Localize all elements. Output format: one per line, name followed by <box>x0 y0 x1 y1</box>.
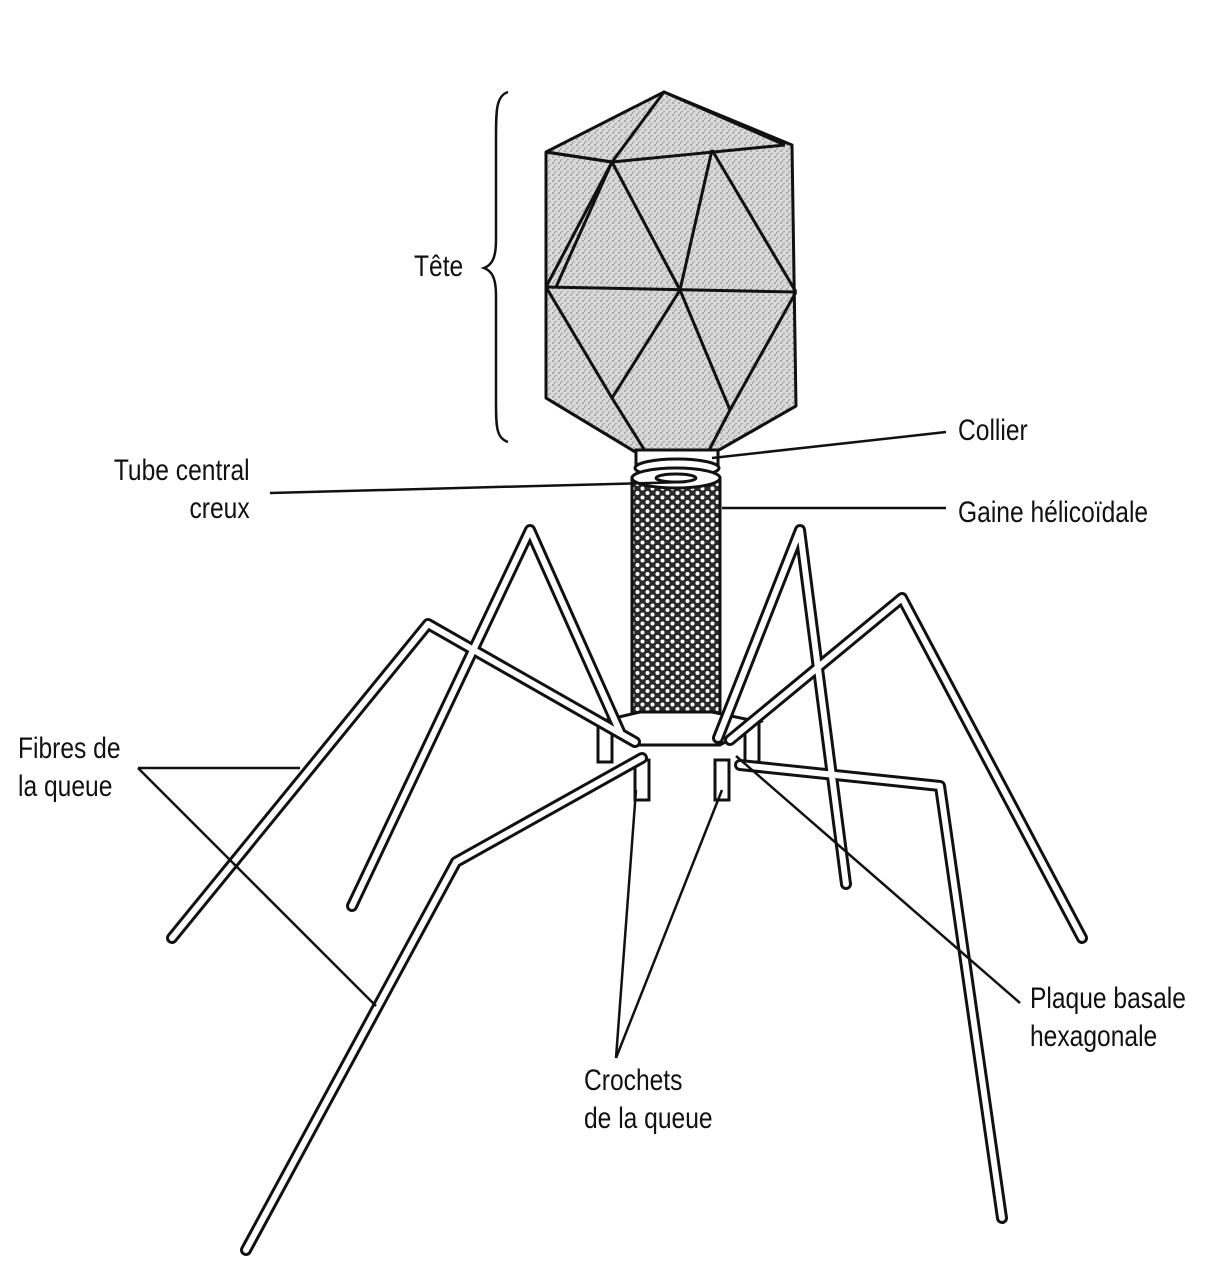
tail-fibers-leader-2 <box>138 768 376 1006</box>
central-tube-label: Tube central creux <box>114 452 250 528</box>
head-brace <box>484 92 508 442</box>
tail-pins-label: Crochets de la queue <box>584 1062 713 1138</box>
central-tube-leader <box>270 482 686 493</box>
base-plate-leader <box>736 756 1020 1003</box>
sheath-label: Gaine hélicoïdale <box>958 494 1148 532</box>
helical-sheath <box>632 468 720 728</box>
central-tube-label-line-1: Tube central <box>114 452 250 490</box>
capsid-head <box>546 92 796 462</box>
tail-fibers-label-line-2: la queue <box>18 768 121 806</box>
collar-leader <box>712 432 946 458</box>
base-plate-label: Plaque basale hexagonale <box>1030 980 1186 1056</box>
tail-pins-label-line-1: Crochets <box>584 1062 713 1100</box>
tail-fibers-label-line-1: Fibres de <box>18 730 121 768</box>
base-plate-label-line-1: Plaque basale <box>1030 980 1186 1018</box>
collar-label: Collier <box>958 412 1028 450</box>
tail-pins-label-line-2: de la queue <box>584 1100 713 1138</box>
leader-lines <box>138 432 1020 1058</box>
base-plate-label-line-2: hexagonale <box>1030 1018 1186 1056</box>
tail-fibers <box>172 530 1082 1250</box>
tail-fibers-label: Fibres de la queue <box>18 730 121 806</box>
head-label: Tête <box>414 248 463 286</box>
central-tube-label-line-2: creux <box>114 490 250 528</box>
